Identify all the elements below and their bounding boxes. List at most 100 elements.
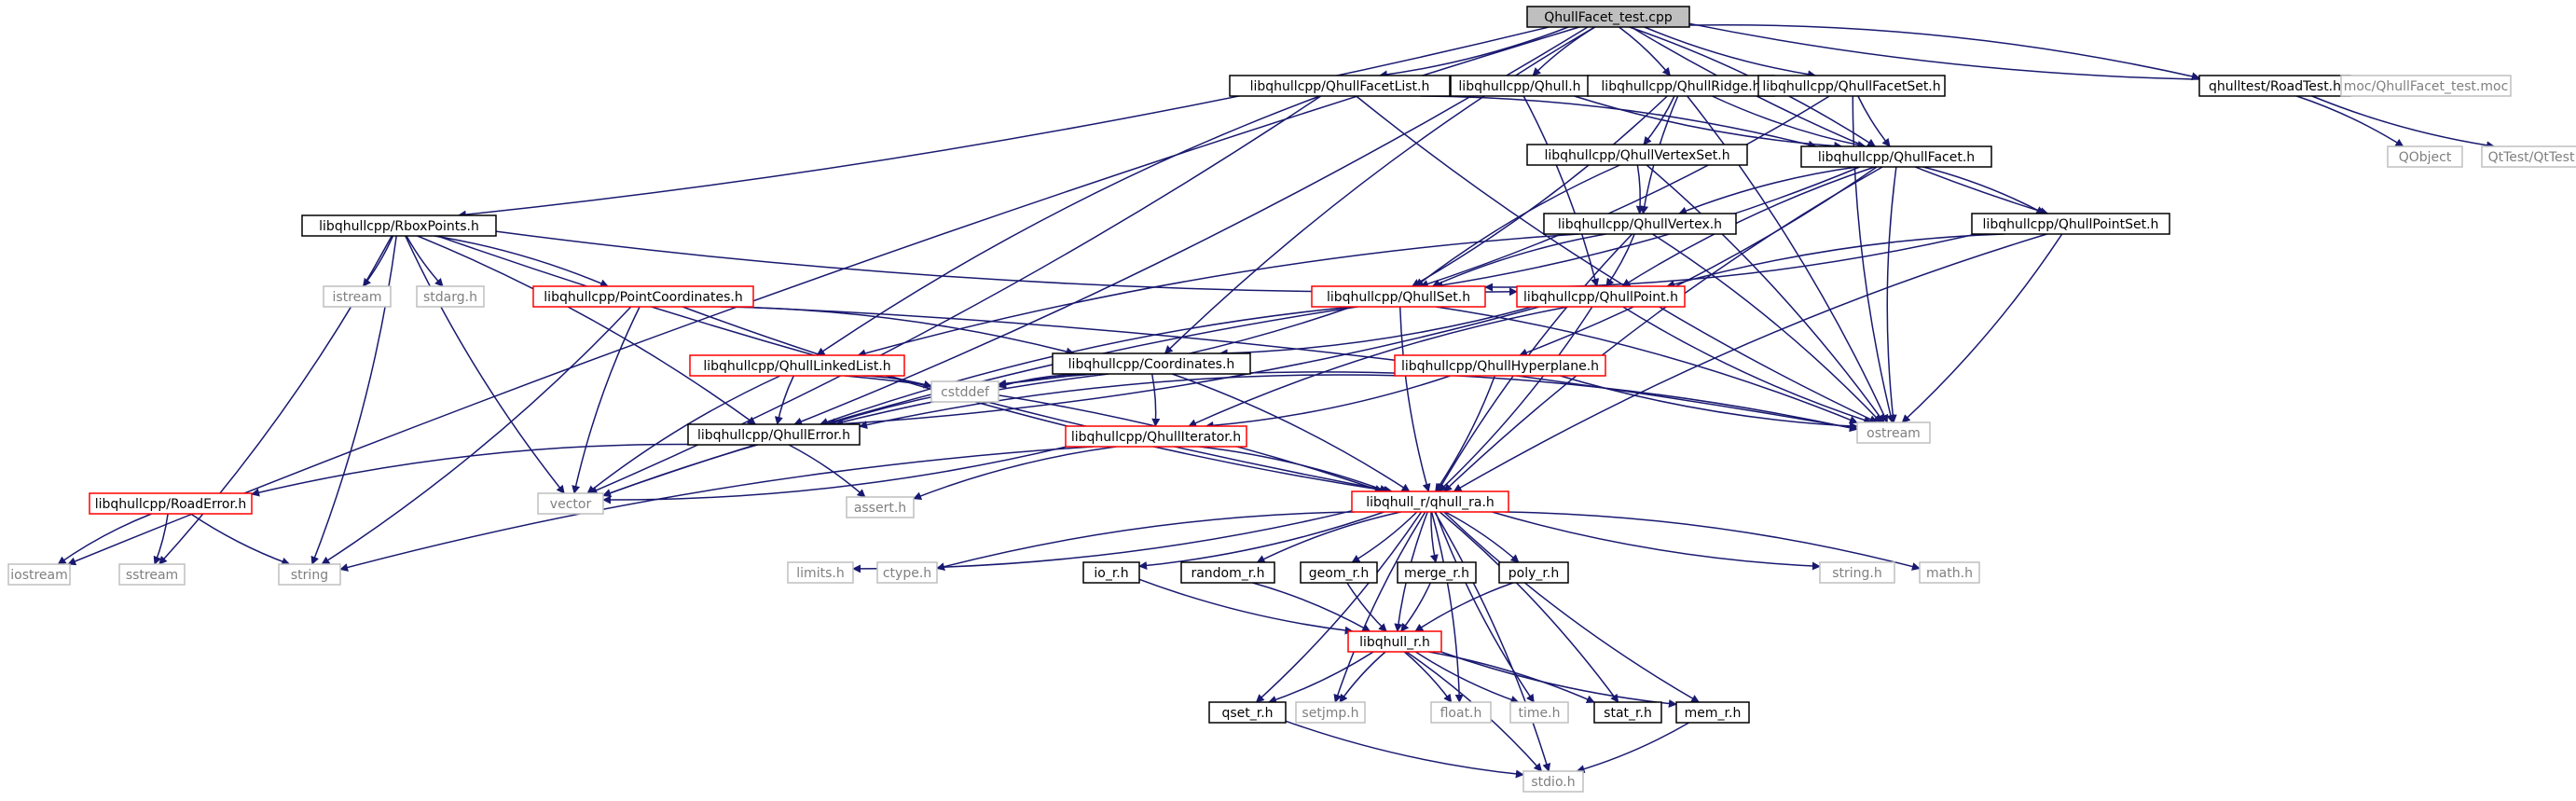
node-io-r-h[interactable]: io_r.h [1082, 561, 1140, 584]
node-label: stat_r.h [1604, 706, 1652, 721]
node-limits-h[interactable]: limits.h [787, 561, 854, 584]
node-libqhullcpp-qhullfacet-h[interactable]: libqhullcpp/QhullFacet.h [1800, 145, 1992, 168]
node-libqhullcpp-qhulliterator-h[interactable]: libqhullcpp/QhullIterator.h [1065, 425, 1247, 448]
edge-qhulliterator-to-string [339, 446, 1094, 572]
edge-geom_r-to-libqhull_r [1346, 582, 1387, 632]
node-libqhullcpp-qhullfacetlist-h[interactable]: libqhullcpp/QhullFacetList.h [1229, 75, 1451, 97]
node-libqhullcpp-qhullvertexset-h[interactable]: libqhullcpp/QhullVertexSet.h [1526, 144, 1748, 166]
edge-pointset-to-ostream [1901, 233, 2063, 423]
node-moc-qhullfacet-test-moc[interactable]: moc/QhullFacet_test.moc [2340, 75, 2512, 97]
node-libqhullcpp-qhullpoint-h[interactable]: libqhullcpp/QhullPoint.h [1516, 285, 1686, 308]
edge-root-to-pointset [1631, 26, 2049, 215]
node-libqhullcpp-roaderror-h[interactable]: libqhullcpp/RoadError.h [89, 492, 253, 515]
edge-qhull_ra-to-stringh [1492, 511, 1821, 571]
node-qobject[interactable]: QObject [2387, 145, 2463, 168]
edge-facet-to-hyperplane [1519, 166, 1878, 357]
edge-facetlist-to-linkedlist [816, 95, 1320, 356]
node-istream[interactable]: istream [323, 285, 392, 308]
node-libqhullcpp-qhullset-h[interactable]: libqhullcpp/QhullSet.h [1311, 285, 1486, 308]
node-qset-r-h[interactable]: qset_r.h [1208, 701, 1287, 724]
edge-qhull_ra-to-math [1505, 511, 1921, 571]
node-libqhullcpp-qhullvertex-h[interactable]: libqhullcpp/QhullVertex.h [1543, 213, 1737, 235]
node-poly-r-h[interactable]: poly_r.h [1498, 561, 1569, 584]
node-math-h[interactable]: math.h [1919, 561, 1980, 584]
node-label: libqhullcpp/QhullLinkedList.h [703, 359, 890, 374]
edge-qhull_ra-to-io_r [1138, 511, 1384, 570]
node-libqhullcpp-qhulllinkedlist-h[interactable]: libqhullcpp/QhullLinkedList.h [689, 354, 905, 377]
node-box [687, 423, 861, 446]
node-ctype-h[interactable]: ctype.h [876, 561, 938, 584]
node-iostream[interactable]: iostream [7, 563, 71, 586]
node-stdio-h[interactable]: stdio.h [1522, 770, 1584, 793]
node-string[interactable]: string [278, 563, 341, 586]
node-sstream[interactable]: sstream [118, 563, 186, 586]
node-stdarg-h[interactable]: stdarg.h [416, 285, 485, 308]
node-box [1526, 144, 1748, 166]
node-label: libqhullcpp/Coordinates.h [1068, 357, 1235, 372]
edge-qhullpoint-to-qhullerror [834, 306, 1540, 428]
node-libqhull-r-h[interactable]: libqhull_r.h [1347, 630, 1442, 653]
edge-qhull_ra-to-stat_r [1439, 511, 1619, 703]
node-box [323, 285, 392, 308]
node-geom-r-h[interactable]: geom_r.h [1300, 561, 1378, 584]
node-libqhullcpp-qhullhyperplane-h[interactable]: libqhullcpp/QhullHyperplane.h [1394, 354, 1606, 377]
node-stat-r-h[interactable]: stat_r.h [1593, 701, 1662, 724]
node-libqhullcpp-qhullerror-h[interactable]: libqhullcpp/QhullError.h [687, 423, 861, 446]
node-box [416, 285, 485, 308]
node-box [1311, 285, 1486, 308]
node-box [1509, 701, 1569, 724]
edge-hyperplane-to-qhulliterator [1205, 375, 1451, 430]
node-label: poly_r.h [1508, 566, 1559, 581]
node-qhullfacet-test-cpp[interactable]: QhullFacet_test.cpp [1526, 6, 1690, 28]
node-box [2481, 145, 2576, 168]
edge-root-to-moc [1688, 22, 2342, 84]
node-libqhullcpp-qhull-h[interactable]: libqhullcpp/Qhull.h [1450, 75, 1590, 97]
node-assert-h[interactable]: assert.h [846, 496, 915, 518]
node-box [689, 354, 905, 377]
edge-facetset-to-facet [1857, 95, 1891, 147]
node-box [1593, 701, 1662, 724]
node-libqhullcpp-rboxpoints-h[interactable]: libqhullcpp/RboxPoints.h [301, 214, 497, 237]
node-box [2340, 75, 2512, 97]
node-qhulltest-roadtest-h[interactable]: qhulltest/RoadTest.h [2198, 75, 2351, 97]
node-label: libqhullcpp/QhullPoint.h [1523, 290, 1678, 305]
edge-ridge-to-qhullset [1411, 95, 1668, 287]
node-box [1082, 561, 1140, 584]
node-label: ostream [1867, 426, 1921, 441]
edge-roadtest-to-qttest [2311, 95, 2496, 150]
node-box [846, 496, 915, 518]
node-label: geom_r.h [1309, 566, 1370, 581]
edge-vertex-to-qhullset [1431, 233, 1606, 287]
node-string-h[interactable]: string.h [1819, 561, 1895, 584]
node-libqhullcpp-coordinates-h[interactable]: libqhullcpp/Coordinates.h [1052, 352, 1251, 375]
node-random-r-h[interactable]: random_r.h [1180, 561, 1275, 584]
node-libqhullcpp-qhullridge-h[interactable]: libqhullcpp/QhullRidge.h [1587, 75, 1775, 97]
node-mem-r-h[interactable]: mem_r.h [1675, 701, 1750, 724]
node-vector[interactable]: vector [537, 492, 604, 515]
node-box [1351, 490, 1509, 513]
node-label: setjmp.h [1302, 706, 1358, 721]
node-label: moc/QhullFacet_test.moc [2344, 79, 2509, 94]
node-ostream[interactable]: ostream [1856, 421, 1931, 444]
node-label: string.h [1832, 566, 1882, 581]
node-time-h[interactable]: time.h [1509, 701, 1569, 724]
edge-roadtest-to-qobject [2296, 95, 2404, 147]
node-float-h[interactable]: float.h [1430, 701, 1492, 724]
edge-qhulliterator-to-assert [913, 446, 1117, 501]
node-label: libqhullcpp/QhullFacetSet.h [1762, 79, 1940, 94]
edge-facetset-to-qhullset [1419, 95, 1830, 288]
node-qttest-qttest[interactable]: QtTest/QtTest [2481, 145, 2576, 168]
node-libqhullcpp-qhullpointset-h[interactable]: libqhullcpp/QhullPointSet.h [1971, 213, 2170, 235]
node-label: libqhullcpp/QhullVertex.h [1558, 217, 1722, 232]
edge-pointcoords-to-qhull_ra [682, 306, 1392, 495]
edge-facet-to-qhullpoint [1621, 166, 1876, 287]
edge-root-to-coordinates [1164, 26, 1595, 354]
node-merge-r-h[interactable]: merge_r.h [1397, 561, 1477, 584]
node-libqhullcpp-qhullfacetset-h[interactable]: libqhullcpp/QhullFacetSet.h [1757, 75, 1946, 97]
edge-vertexset-to-ostream [1646, 164, 1885, 423]
node-libqhull-r-qhull-ra-h[interactable]: libqhull_r/qhull_ra.h [1351, 490, 1509, 513]
node-box [1397, 561, 1477, 584]
node-libqhullcpp-pointcoordinates-h[interactable]: libqhullcpp/PointCoordinates.h [532, 285, 754, 308]
node-cstddef[interactable]: cstddef [930, 380, 999, 403]
node-setjmp-h[interactable]: setjmp.h [1295, 701, 1366, 724]
